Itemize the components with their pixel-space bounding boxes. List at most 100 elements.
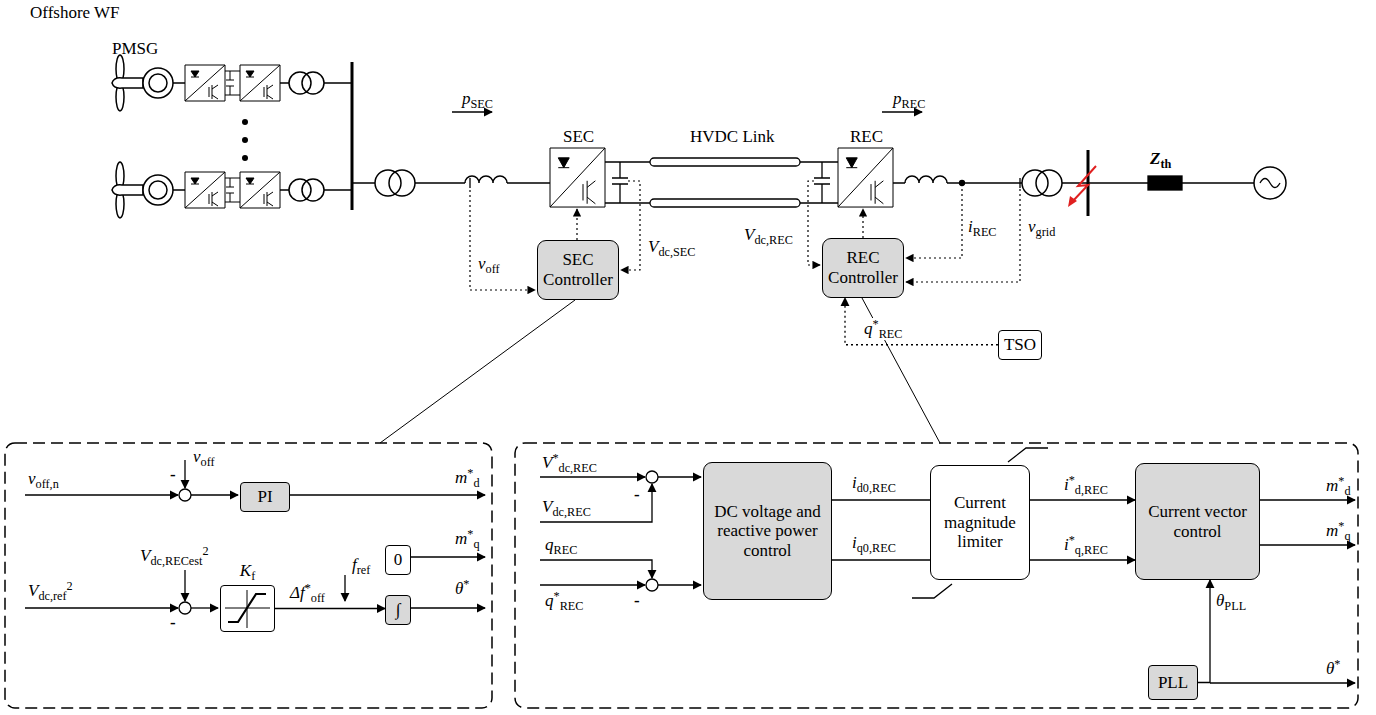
zoom-lines (380, 298, 940, 443)
connector (275, 608, 385, 609)
symbol: Z (1150, 149, 1160, 168)
node-text: SEC Controller (543, 250, 613, 289)
ac-offshore-link (465, 176, 507, 183)
ac-offshore-link (469, 178, 470, 188)
ac-offshore-link (375, 170, 401, 196)
subscript: off (486, 262, 500, 276)
signal-label: SEC (563, 128, 594, 145)
text-run: - (634, 485, 640, 504)
symbol: f (352, 555, 357, 574)
signal-label: - (170, 614, 176, 631)
subscript: ref (357, 563, 371, 577)
zero-block: 0 (385, 545, 411, 575)
rec-control-wires (1260, 544, 1355, 545)
symbol: i (968, 217, 973, 236)
hvdc-link (612, 162, 628, 203)
fault-symbol (1068, 196, 1077, 207)
subscript: REC (902, 97, 926, 111)
superscript: * (1069, 473, 1075, 487)
gain-block: Kf (220, 585, 275, 632)
subscript: PLL (1224, 599, 1246, 613)
signal-label: V*dc,REC (542, 452, 597, 474)
fault-symbol (1068, 166, 1096, 207)
fault-symbol (1072, 166, 1096, 202)
superscript: * (1334, 657, 1340, 671)
superscript: * (1338, 474, 1344, 488)
symbol: V (28, 581, 38, 600)
subscript: d (1344, 484, 1350, 498)
symbol: θ (1326, 659, 1334, 678)
symbol: q (545, 535, 554, 554)
connector (845, 298, 998, 345)
symbol: v (1028, 217, 1036, 236)
ac-onshore-link (882, 112, 1286, 216)
superscript: * (554, 589, 560, 603)
sec-control-wires (191, 607, 218, 608)
signal-label: qREC (545, 536, 577, 556)
subscript: SEC (471, 97, 493, 111)
text-run: REC (850, 127, 883, 146)
text-run: PLL (1158, 673, 1188, 692)
subscript: dc,REC (754, 233, 792, 247)
signal-label: m*q (455, 528, 480, 550)
measurement-wires (576, 209, 577, 240)
rec-converter (838, 148, 893, 207)
signal-label: HVDC Link (690, 128, 775, 145)
signal-label: - (170, 466, 176, 483)
measurement-wires (470, 181, 1020, 290)
rec-control-wires (1260, 499, 1355, 500)
signal-label: m*d (1326, 475, 1351, 497)
ac-onshore-link (905, 176, 947, 183)
symbol: q (545, 591, 554, 610)
subscript: off,n (36, 477, 59, 491)
text-run: DC voltage and reactive power control (714, 502, 821, 560)
integrator-block: ∫ (385, 595, 411, 625)
tso-box: TSO (998, 330, 1042, 360)
subscript: d (473, 476, 479, 490)
symbol: Δf (290, 583, 305, 602)
edge-label: iq0,REC (850, 534, 898, 554)
symbol: V (648, 237, 658, 256)
zoom-lines (862, 298, 940, 443)
hvdc-link (605, 162, 838, 203)
rec-control-wires (540, 560, 652, 578)
text-run: - (634, 591, 640, 610)
dc-voltage-control: DC voltage and reactive power control (703, 462, 832, 600)
signal-label: iREC (968, 218, 997, 238)
text-run: 0 (394, 550, 403, 569)
rec-control-wires (540, 476, 645, 477)
current-limiter: Current magnitude limiter (930, 465, 1030, 580)
rec-control-wires (912, 448, 1048, 598)
node-text: PI (257, 487, 272, 507)
offshore-wind-farm (112, 55, 352, 111)
signal-label: - (634, 486, 640, 503)
sec-control-wires (25, 494, 178, 495)
superscript: * (552, 451, 558, 465)
ac-offshore-link (352, 182, 550, 183)
signal-label: Vdc,RECest2 (140, 545, 209, 567)
text-run: TSO (1004, 335, 1036, 354)
pi-block: PI (240, 482, 290, 512)
node-text: 0 (394, 550, 403, 570)
text-run: SEC Controller (543, 250, 613, 289)
rec-control-wires (1210, 682, 1355, 683)
rec-control-wires (658, 476, 701, 477)
subscript: th (1160, 157, 1171, 171)
edge-label: i*q,REC (1062, 534, 1110, 556)
signal-label: θ* (455, 578, 469, 597)
sec-control-wires (191, 494, 238, 495)
kf-characteristic (225, 590, 270, 628)
ac-onshore-link (1087, 150, 1090, 216)
kf-characteristic (228, 594, 266, 622)
node-text: REC Controller (828, 248, 898, 287)
symbol: V (542, 453, 552, 472)
rec-control-wires (646, 471, 658, 483)
offshore-wind-farm (242, 155, 248, 161)
superscript: * (873, 317, 879, 331)
text-run: SEC (563, 127, 594, 146)
hvdc-link (650, 199, 800, 207)
symbol: v (28, 469, 36, 488)
